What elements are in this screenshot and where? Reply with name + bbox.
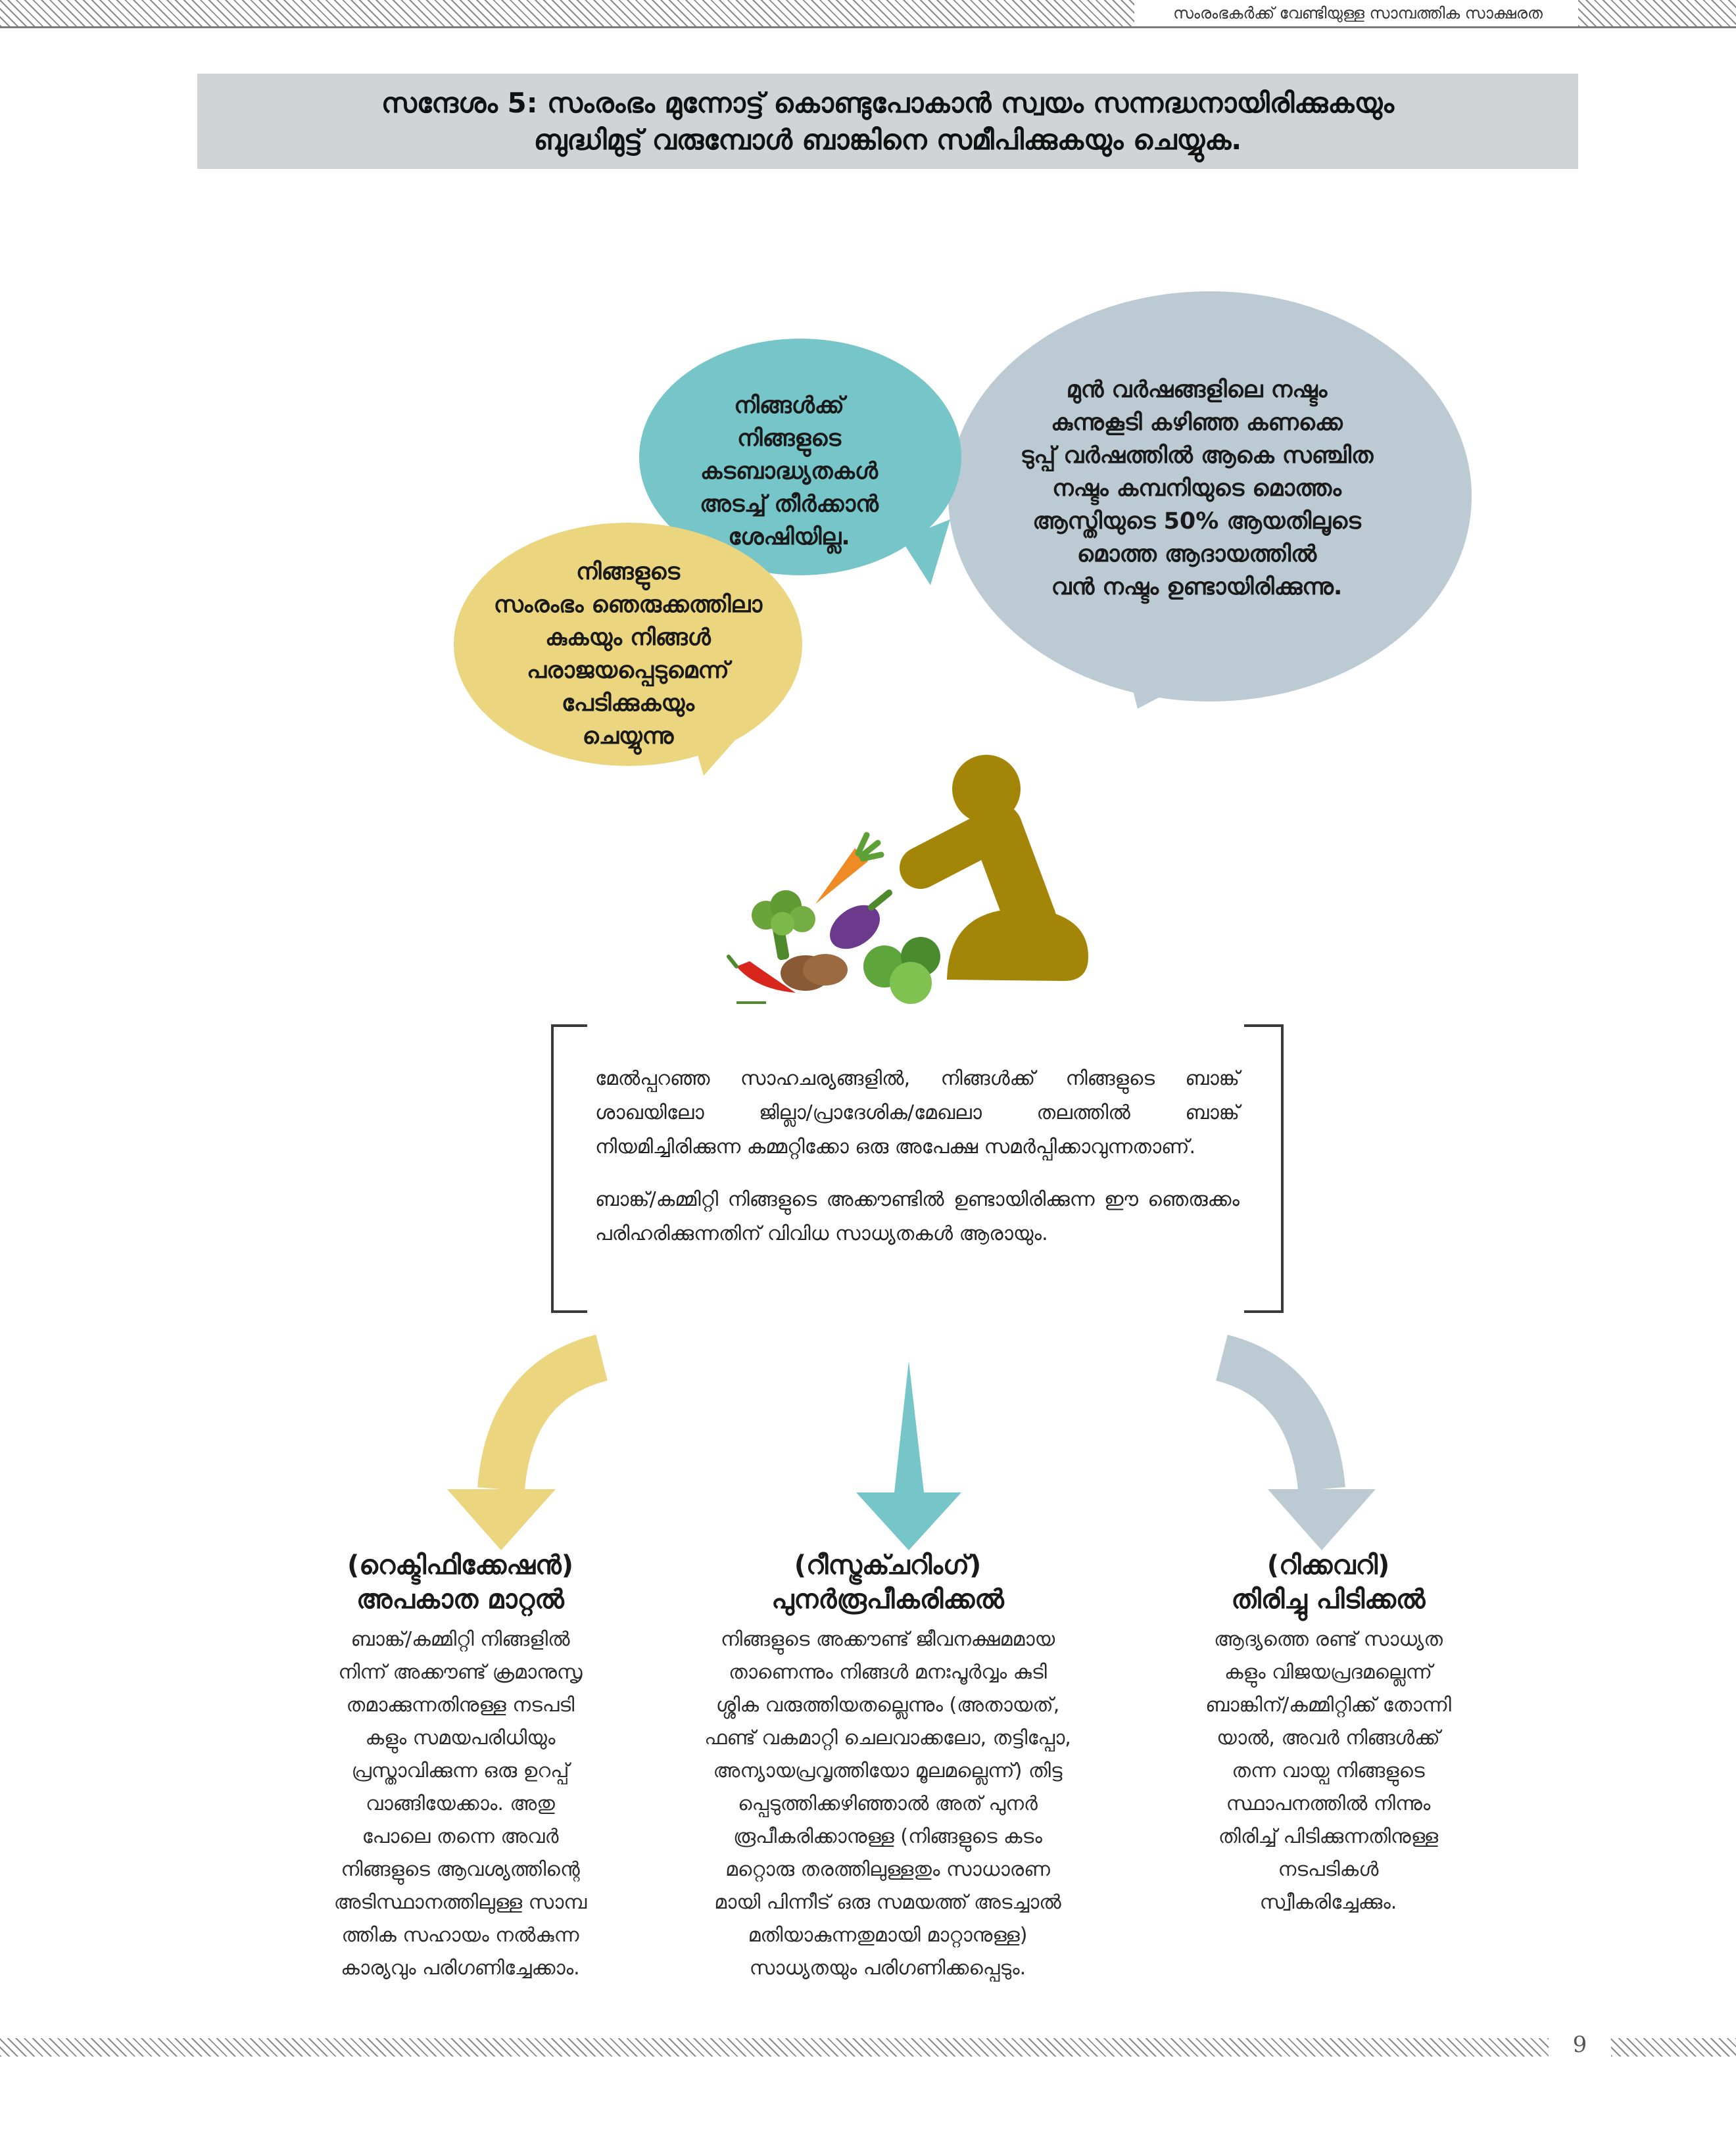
- header-rule: [0, 26, 1736, 28]
- option-line: മറ്റൊരു തരത്തിലുള്ളതും സാധാരണ: [725, 1858, 1050, 1881]
- bubble-teal-line: നിങ്ങൾക്ക്: [734, 393, 844, 419]
- bubble-gray-line: കുന്നുകൂടി കഴിഞ്ഞ കണക്കെ: [1051, 410, 1343, 436]
- bubble-yellow-line: നിങ്ങളുടെ: [575, 559, 681, 585]
- running-header: സംരംഭകർക്ക് വേണ്ടിയുള്ള സാമ്പത്തിക സാക്ഷ…: [1173, 4, 1543, 22]
- option-heading-malayalam: തിരിച്ചു പിടിക്കൽ: [1231, 1584, 1426, 1615]
- bubble-teal-line: നിങ്ങളുടെ: [736, 425, 842, 452]
- option-line: താണെന്നും നിങ്ങൾ മനഃപൂർവ്വം കുടി: [729, 1661, 1047, 1684]
- option-line: കാര്യവും പരിഗണിച്ചേക്കാം.: [341, 1957, 580, 1980]
- title-line-2: ബുദ്ധിമുട്ട് വരുമ്പോൾ ബാങ്കിനെ സമീപിക്കു…: [533, 123, 1242, 156]
- option-line: തിരിച്ച് പിടിക്കുന്നതിനുള്ള: [1218, 1825, 1439, 1848]
- footer-hatch-left: [0, 2038, 1549, 2057]
- bubble-teal-text: നിങ്ങൾക്ക് നിങ്ങളുടെ കടബാദ്ധ്യതകൾ അടച്ച്…: [658, 389, 921, 554]
- bubble-gray-line: ടുപ്പ് വർഷത്തിൽ ആകെ സഞ്ചിത: [1020, 442, 1374, 469]
- bubble-yellow-line: ചെയ്യുന്നു: [582, 723, 674, 750]
- option-line: കളും വിജയപ്രദമല്ലെന്ന്: [1224, 1661, 1433, 1684]
- speech-bubble-teal: [639, 339, 961, 585]
- option-line: അടിസ്ഥാനത്തിലുള്ള സാമ്പ: [333, 1891, 587, 1914]
- option-line: മതിയാകുന്നതുമായി മാറ്റാനുള്ള): [748, 1924, 1028, 1947]
- bubble-teal-line: അടച്ച് തീർക്കാൻ: [700, 491, 879, 517]
- option-heading-malayalam: പുനർരൂപീകരിക്കൽ: [771, 1584, 1004, 1615]
- option-line: ത്തിക സഹായം നൽകുന്ന: [341, 1924, 579, 1947]
- info-box-brackets: [551, 1024, 1284, 1313]
- option-heading: (റെക്ടിഫിക്കേഷൻ) അപകാത മാറ്റൽ: [283, 1548, 638, 1617]
- option-line: ശ്ശിക വരുത്തിയതല്ലെന്നും (അതായത്,: [715, 1694, 1060, 1717]
- title-line-1: സന്ദേശം 5: സംരംഭം മുന്നോട്ട് കൊണ്ടുപോകാൻ…: [381, 86, 1395, 119]
- straight-arrow-middle: [856, 1361, 961, 1550]
- bubble-gray-line: ആസ്തിയുടെ 50% ആയതിലൂടെ: [1032, 508, 1361, 535]
- option-heading: (റിക്കവറി) തിരിച്ചു പിടിക്കൽ: [1144, 1548, 1512, 1617]
- option-line: ബാങ്കിന്/കമ്മിറ്റിക്ക് തോന്നി: [1205, 1694, 1451, 1717]
- option-line: പ്പെടുത്തിക്കഴിഞ്ഞാൽ അത് പുനർ: [738, 1792, 1038, 1815]
- option-line: ഫണ്ട് വകമാറ്റി ചെലവാക്കലോ, തട്ടിപ്പോ,: [704, 1727, 1071, 1750]
- option-line: പ്രസ്താവിക്കുന്ന ഒരു ഉറപ്പ്: [351, 1759, 569, 1782]
- page-number: 9: [1572, 2032, 1587, 2058]
- option-heading-malayalam: അപകാത മാറ്റൽ: [356, 1584, 564, 1615]
- kneeling-person-icon: [900, 755, 1088, 981]
- speech-bubble-yellow: [454, 523, 802, 776]
- header-hatch-right: [1578, 0, 1736, 26]
- option-heading: (റീസ്ട്രക്ചറിംഗ്) പുനർരൂപീകരിക്കൽ: [684, 1548, 1092, 1617]
- option-line: സാധ്യതയും പരിഗണിക്കപ്പെടും.: [749, 1957, 1026, 1980]
- speech-bubble-gray: [948, 291, 1472, 709]
- bubble-yellow-line: പരാജയപ്പെടുമെന്ന്: [527, 657, 729, 684]
- option-restructuring: (റീസ്ട്രക്ചറിംഗ്) പുനർരൂപീകരിക്കൽ നിങ്ങള…: [684, 1548, 1092, 1985]
- bubble-yellow-line: സംരംഭം ഞെരുക്കത്തിലാ: [493, 592, 763, 618]
- option-line: മായി പിന്നീട് ഒരു സമയത്ത് അടച്ചാൽ: [714, 1891, 1061, 1914]
- option-line: നിങ്ങളുടെ ആവശ്യത്തിന്റെ: [341, 1858, 580, 1881]
- option-line: രൂപീകരിക്കാനുള്ള (നിങ്ങളുടെ കടം: [733, 1825, 1042, 1848]
- option-line: സ്ഥാപനത്തിൽ നിന്നും: [1226, 1792, 1431, 1815]
- option-line: നിങ്ങളുടെ അക്കൗണ്ട് ജീവനക്ഷമമായ: [720, 1628, 1055, 1651]
- bubble-yellow-text: നിങ്ങളുടെ സംരംഭം ഞെരുക്കത്തിലാ കുകയും നി…: [460, 556, 796, 753]
- option-line: നടപടികൾ: [1278, 1858, 1379, 1881]
- option-line: കളും സമയപരിധിയും: [365, 1727, 556, 1750]
- bubble-yellow-line: പേടിക്കുകയും: [562, 690, 694, 717]
- bubble-teal-line: കടബാദ്ധ്യതകൾ: [700, 458, 879, 485]
- vegetables-icon: [727, 832, 940, 1004]
- bubble-gray-line: മൊത്ത ആദായത്തിൽ: [1076, 541, 1317, 567]
- message-title-box: സന്ദേശം 5: സംരംഭം മുന്നോട്ട് കൊണ്ടുപോകാൻ…: [197, 74, 1578, 169]
- option-recovery: (റിക്കവറി) തിരിച്ചു പിടിക്കൽ ആദ്യത്തെ രണ…: [1144, 1548, 1512, 1919]
- bubble-gray-text: മുൻ വർഷങ്ങളിലെ നഷ്ടം കുന്നുകൂടി കഴിഞ്ഞ ക…: [973, 373, 1420, 604]
- header-hatch-left: [0, 0, 1134, 26]
- option-description: ബാങ്ക്/കമ്മിറ്റി നിങ്ങളിൽ നിന്ന് അക്കൗണ്…: [283, 1623, 638, 1985]
- bubble-gray-line: നഷ്ടം കമ്പനിയുടെ മൊത്തം: [1052, 475, 1341, 502]
- option-heading-english: (റെക്ടിഫിക്കേഷൻ): [347, 1550, 574, 1581]
- curved-arrow-right: [1215, 1335, 1376, 1550]
- option-rectification: (റെക്ടിഫിക്കേഷൻ) അപകാത മാറ്റൽ ബാങ്ക്/കമ്…: [283, 1548, 638, 1985]
- curved-arrow-left: [447, 1335, 608, 1550]
- option-line: ആദ്യത്തെ രണ്ട് സാധ്യത: [1214, 1628, 1443, 1651]
- option-line: യാൽ, അവർ നിങ്ങൾക്ക്: [1217, 1727, 1440, 1750]
- info-paragraph-1: മേൽപ്പറഞ്ഞ സാഹചര്യങ്ങളിൽ, നിങ്ങൾക്ക് നിങ…: [595, 1067, 1240, 1158]
- option-line: നിന്ന് അക്കൗണ്ട് ക്രമാനുസൃ: [338, 1661, 583, 1684]
- info-paragraph-2: ബാങ്ക്/കമ്മിറ്റി നിങ്ങളുടെ അക്കൗണ്ടിൽ ഉണ…: [595, 1188, 1240, 1245]
- option-line: പോലെ തന്നെ അവർ: [362, 1825, 559, 1848]
- option-line: സ്വീകരിച്ചേക്കും.: [1259, 1891, 1397, 1914]
- info-box: മേൽപ്പറഞ്ഞ സാഹചര്യങ്ങളിൽ, നിങ്ങൾക്ക് നിങ…: [595, 1062, 1240, 1270]
- option-description: ആദ്യത്തെ രണ്ട് സാധ്യത കളും വിജയപ്രദമല്ലെ…: [1144, 1623, 1512, 1919]
- option-line: തമാക്കുന്നതിനുള്ള നടപടി: [346, 1694, 575, 1717]
- bubble-teal-line: ശേഷിയില്ല.: [728, 524, 850, 550]
- option-line: ബാങ്ക്/കമ്മിറ്റി നിങ്ങളിൽ: [350, 1628, 570, 1651]
- option-heading-english: (റീസ്ട്രക്ചറിംഗ്): [794, 1550, 982, 1581]
- option-line: തന്ന വായ്പ നിങ്ങളുടെ: [1232, 1759, 1425, 1782]
- bubble-yellow-line: കുകയും നിങ്ങൾ: [545, 625, 711, 651]
- bubble-gray-line: മുൻ വർഷങ്ങളിലെ നഷ്ടം: [1066, 377, 1328, 403]
- bubble-gray-line: വൻ നഷ്ടം ഉണ്ടായിരിക്കുന്നു.: [1051, 574, 1343, 600]
- option-line: വാങ്ങിയേക്കാം. അതു: [366, 1792, 555, 1815]
- option-line: അന്യായപ്രവൃത്തിയോ മൂലമല്ലെന്ന്) തിട്ട: [713, 1759, 1063, 1782]
- option-heading-english: (റിക്കവറി): [1266, 1550, 1390, 1581]
- option-description: നിങ്ങളുടെ അക്കൗണ്ട് ജീവനക്ഷമമായ താണെന്നു…: [684, 1623, 1092, 1985]
- footer-hatch-right: [1611, 2038, 1736, 2057]
